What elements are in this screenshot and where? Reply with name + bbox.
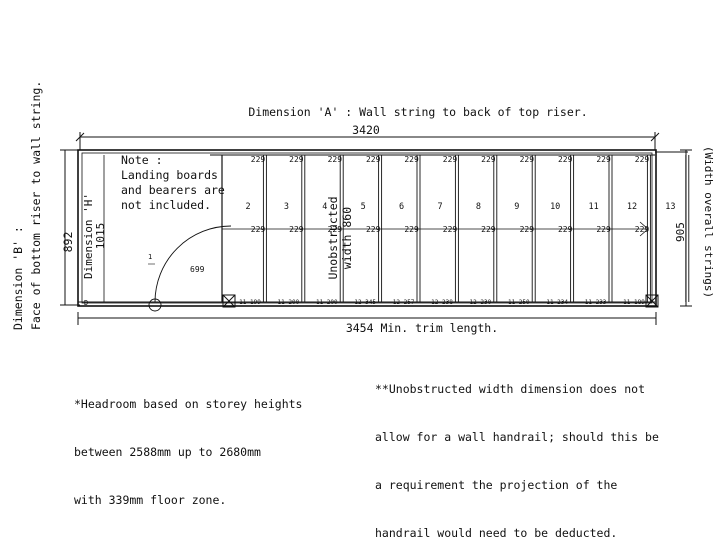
trim-length-line [77, 312, 657, 325]
going-label-top: 229 [635, 155, 650, 164]
string-label-bottom: 11 234 [546, 299, 568, 306]
string-label-bottom: 11 200 [278, 299, 300, 306]
headroom-note-line: *Headroom based on storey heights [74, 397, 303, 411]
string-label-bottom: 11 233 [585, 299, 607, 306]
going-label-top: 229 [366, 155, 381, 164]
handrail-note-line: handrail would need to be deducted. [375, 526, 618, 540]
going-label-mid: 229 [366, 225, 381, 234]
overall-width-caption: (Width overall strings) [702, 146, 715, 298]
going-label-top: 229 [443, 155, 458, 164]
stair-plan-drawing: Dimension 'A' : Wall string to back of t… [11, 81, 715, 335]
landing-note-line: Landing boards [121, 168, 218, 182]
landing-note-line: and bearers are [121, 183, 225, 197]
headroom-note-line: between 2588mm up to 2680mm [74, 445, 261, 459]
tread-number: 12 [627, 202, 637, 212]
unobstructed-width-label: Unobstructed [326, 196, 340, 279]
going-label-top: 229 [520, 155, 535, 164]
tread-number: 5 [361, 202, 366, 212]
newel-post-top [645, 294, 659, 308]
tread-number: 3 [284, 202, 289, 212]
unobstructed-width-value: width 860 [340, 207, 354, 269]
going-label-top: 229 [596, 155, 611, 164]
tread-number: 7 [437, 202, 442, 212]
going-label-top: 229 [328, 155, 343, 164]
dimension-a-value: 3420 [352, 123, 380, 137]
string-label-bottom: 12 230 [470, 299, 492, 306]
string-label-bottom: 11 250 [508, 299, 530, 306]
going-label-mid: 229 [558, 225, 573, 234]
handrail-note-line: allow for a wall handrail; should this b… [375, 430, 659, 444]
handrail-note: **Unobstructed width dimension does not … [375, 349, 659, 557]
dimension-a-caption: Dimension 'A' : Wall string to back of t… [248, 105, 587, 119]
string-label-bottom: 12 345 [354, 299, 376, 306]
tread-number: 6 [399, 202, 404, 212]
treads-group: 2 3 4 5 6 7 8 9 10 11 12 13 229 229 229 229 229 229 229 229… [239, 155, 690, 306]
overall-width-value: 905 [674, 222, 687, 242]
tread-number: 9 [514, 202, 519, 212]
string-label-bottom: 11 199 [239, 299, 261, 306]
going-label-mid: 229 [635, 225, 650, 234]
headroom-note-line: with 339mm floor zone. [74, 493, 227, 507]
string-label-bottom: 11 189 [623, 299, 645, 306]
going-label-mid: 229 [404, 225, 419, 234]
headroom-note: *Headroom based on storey heights betwee… [74, 364, 302, 524]
dimension-h-value: 1015 [94, 223, 107, 250]
going-label-mid: 229 [251, 225, 266, 234]
going-label-top: 229 [404, 155, 419, 164]
landing-note-line: not included. [121, 198, 211, 212]
stair-outline [77, 149, 688, 307]
tread-number: 8 [476, 202, 481, 212]
going-label-mid: 229 [520, 225, 535, 234]
walking-line-arrow [639, 221, 649, 237]
dimension-b-value: 892 [61, 232, 75, 253]
going-label-mid: 229 [289, 225, 304, 234]
going-label-mid: 229 [443, 225, 458, 234]
newel-post-bottom [222, 294, 236, 308]
bottom-left-marker: D [84, 299, 88, 307]
going-label-top: 229 [289, 155, 304, 164]
door-swing-marker: 1 [148, 253, 152, 261]
string-label-bottom: 12 257 [393, 299, 415, 306]
door-swing-value: 699 [190, 265, 205, 274]
door-swing-arc [148, 225, 232, 312]
landing-note: Note : Landing boards and bearers are no… [121, 153, 225, 212]
going-label-top: 229 [481, 155, 496, 164]
going-label-top: 229 [251, 155, 266, 164]
overall-width-line [680, 149, 692, 307]
string-label-bottom: 12 238 [431, 299, 453, 306]
going-label-mid: 229 [481, 225, 496, 234]
tread-number: 2 [245, 202, 250, 212]
landing-note-line: Note : [121, 153, 163, 167]
going-label-mid: 229 [328, 225, 343, 234]
dimension-b-line [60, 149, 80, 306]
tread-number: 13 [665, 202, 675, 212]
going-label-top: 229 [558, 155, 573, 164]
handrail-note-line: a requirement the projection of the [375, 478, 618, 492]
string-label-bottom: 11 200 [316, 299, 338, 306]
trim-length-label: 3454 Min. trim length. [346, 321, 498, 335]
going-label-mid: 229 [596, 225, 611, 234]
tread-number: 4 [322, 202, 327, 212]
tread-number: 10 [550, 202, 560, 212]
handrail-note-line: **Unobstructed width dimension does not [375, 382, 646, 396]
dimension-a-line [75, 132, 660, 150]
dimension-h-label: Dimension 'H' [82, 193, 95, 279]
dimension-b-caption: Dimension 'B' : [11, 226, 25, 330]
tread-number: 11 [588, 202, 598, 212]
dimension-b-caption-2: Face of bottom riser to wall string. [29, 81, 43, 330]
